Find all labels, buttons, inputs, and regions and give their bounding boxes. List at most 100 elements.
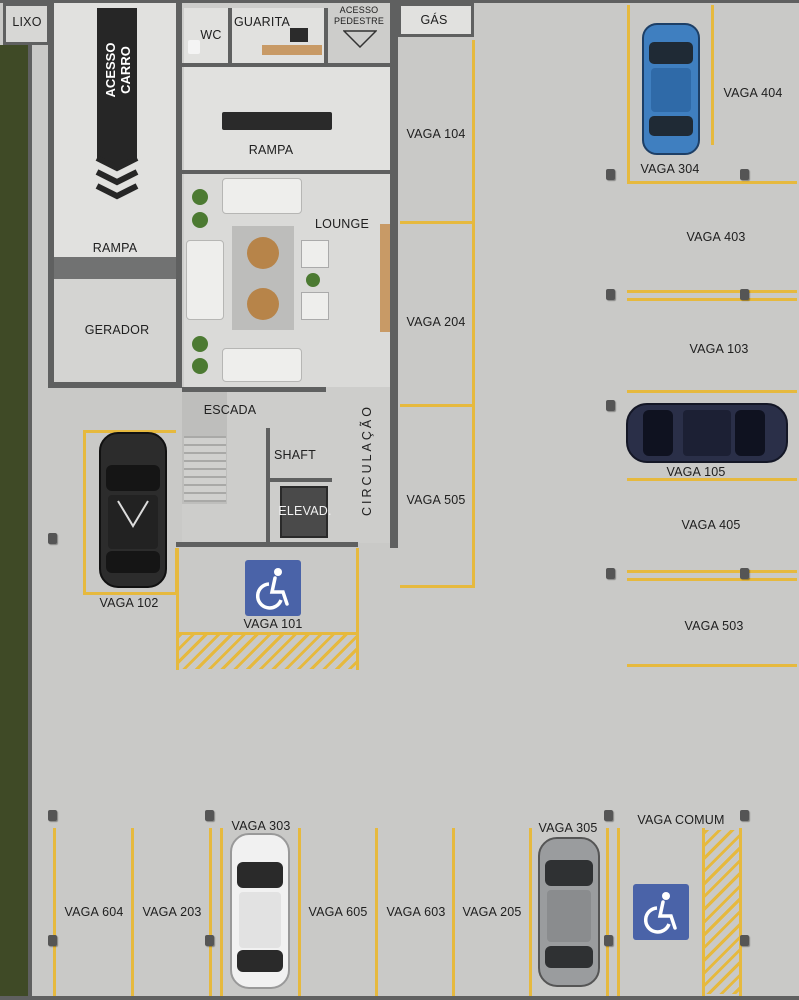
acesso-carro-label-line1: ACESSO — [103, 42, 118, 98]
service-block-wall-right — [176, 3, 182, 388]
spot-label-605: VAGA 605 — [308, 905, 368, 919]
car-navy-icon — [626, 403, 788, 463]
bench — [380, 224, 390, 332]
lounge-label: LOUNGE — [315, 217, 369, 231]
plant-3 — [192, 336, 208, 352]
bottom-line-1 — [53, 828, 56, 996]
car-black-icon — [99, 432, 167, 588]
rampa-central-label: RAMPA — [248, 143, 294, 157]
marking-404-right — [711, 5, 714, 145]
bottom-line-7 — [529, 828, 532, 996]
marking-101-line — [176, 632, 359, 635]
guarita-desk — [262, 45, 322, 55]
spot-label-303: VAGA 303 — [231, 819, 291, 833]
plant-1 — [192, 189, 208, 205]
acesso-carro-label: ACESSO CARRO — [103, 43, 133, 98]
spot-label-405: VAGA 405 — [681, 518, 741, 532]
bottom-line-8a — [606, 828, 609, 996]
spot-label-604: VAGA 604 — [64, 905, 124, 919]
marking-103-bottom — [627, 390, 797, 393]
marking-405-a — [627, 570, 797, 573]
marking-403-a — [627, 290, 797, 293]
bollard — [604, 810, 613, 821]
gas-label: GÁS — [420, 13, 448, 27]
marking-104-right — [472, 40, 475, 588]
spot-label-404: VAGA 404 — [723, 86, 783, 100]
marking-102-left — [83, 430, 86, 595]
spot-label-305: VAGA 305 — [538, 821, 598, 835]
wc-wall — [228, 8, 232, 63]
bottom-line-4 — [298, 828, 301, 996]
central-wall-top-divider — [182, 63, 392, 67]
bottom-line-8b — [617, 828, 620, 996]
bollard — [740, 568, 749, 579]
central-wall-right — [390, 3, 398, 548]
marking-102-bottom — [83, 592, 178, 595]
coffee-table-1 — [247, 237, 279, 269]
marking-102-top — [83, 430, 176, 433]
bollard — [48, 935, 57, 946]
guarita-wall — [324, 8, 328, 63]
bollard — [606, 289, 615, 300]
elevador-wall — [270, 478, 332, 482]
armchair-1 — [301, 240, 329, 268]
bollard — [740, 810, 749, 821]
elevador-cab — [280, 486, 328, 538]
guarita-label: GUARITA — [233, 15, 291, 29]
spot-label-101: VAGA 101 — [243, 617, 303, 631]
rampa-left-label: RAMPA — [92, 241, 138, 255]
acesso-pedestre-label-2: PEDESTRE — [333, 16, 385, 26]
wheelchair-icon — [245, 560, 301, 616]
central-wall-mid — [182, 170, 392, 174]
spot-label-205: VAGA 205 — [462, 905, 522, 919]
car-blue-icon — [642, 23, 700, 155]
escada-label: ESCADA — [203, 403, 257, 417]
spot-label-103: VAGA 103 — [689, 342, 749, 356]
marking-503-bottom — [627, 664, 797, 667]
marking-104-204 — [400, 221, 475, 224]
marking-101-left — [176, 548, 179, 670]
marking-404-left — [627, 5, 630, 183]
bollard — [205, 810, 214, 821]
spot-label-603: VAGA 603 — [386, 905, 446, 919]
marking-505-bottom — [400, 585, 475, 588]
spot-label-comum: VAGA COMUM — [637, 813, 725, 827]
spot-label-203: VAGA 203 — [142, 905, 202, 919]
service-block-wall-left — [48, 3, 54, 388]
bollard — [205, 935, 214, 946]
bollard — [606, 169, 615, 180]
hatch-101 — [178, 635, 357, 669]
elevador-label: ELEVAD. — [278, 504, 332, 518]
bollard — [740, 169, 749, 180]
outer-wall-left — [28, 45, 32, 1000]
ramp-divider — [54, 257, 176, 279]
outer-wall-top — [0, 0, 799, 3]
spot-label-304: VAGA 304 — [640, 162, 700, 176]
wc-fixture — [188, 40, 200, 54]
armchair-2 — [301, 292, 329, 320]
spot-label-503: VAGA 503 — [684, 619, 744, 633]
bollard — [48, 533, 57, 544]
lixo-label: LIXO — [12, 15, 42, 29]
bollard — [740, 289, 749, 300]
spot-label-104: VAGA 104 — [406, 127, 466, 141]
bottom-line-2 — [131, 828, 134, 996]
pedestre-arrow-icon — [343, 30, 377, 48]
bottom-line-3a — [209, 828, 212, 996]
marking-304-bottom — [627, 181, 797, 184]
bottom-line-10 — [739, 828, 742, 996]
acesso-carro-arrow-icon — [95, 8, 139, 200]
central-wall-bottom — [176, 542, 358, 547]
spot-label-403: VAGA 403 — [686, 230, 746, 244]
car-white-icon — [230, 833, 290, 989]
bottom-line-5 — [375, 828, 378, 996]
plant-2 — [192, 212, 208, 228]
central-wall-escada — [182, 387, 326, 392]
circulacao-label: CIRCULAÇÃO — [360, 404, 374, 516]
guarita-monitor — [290, 28, 308, 42]
hatch-comum — [705, 830, 739, 994]
planter-strip — [222, 112, 332, 130]
bollard — [740, 935, 749, 946]
bottom-line-6 — [452, 828, 455, 996]
bottom-line-3b — [220, 828, 223, 996]
